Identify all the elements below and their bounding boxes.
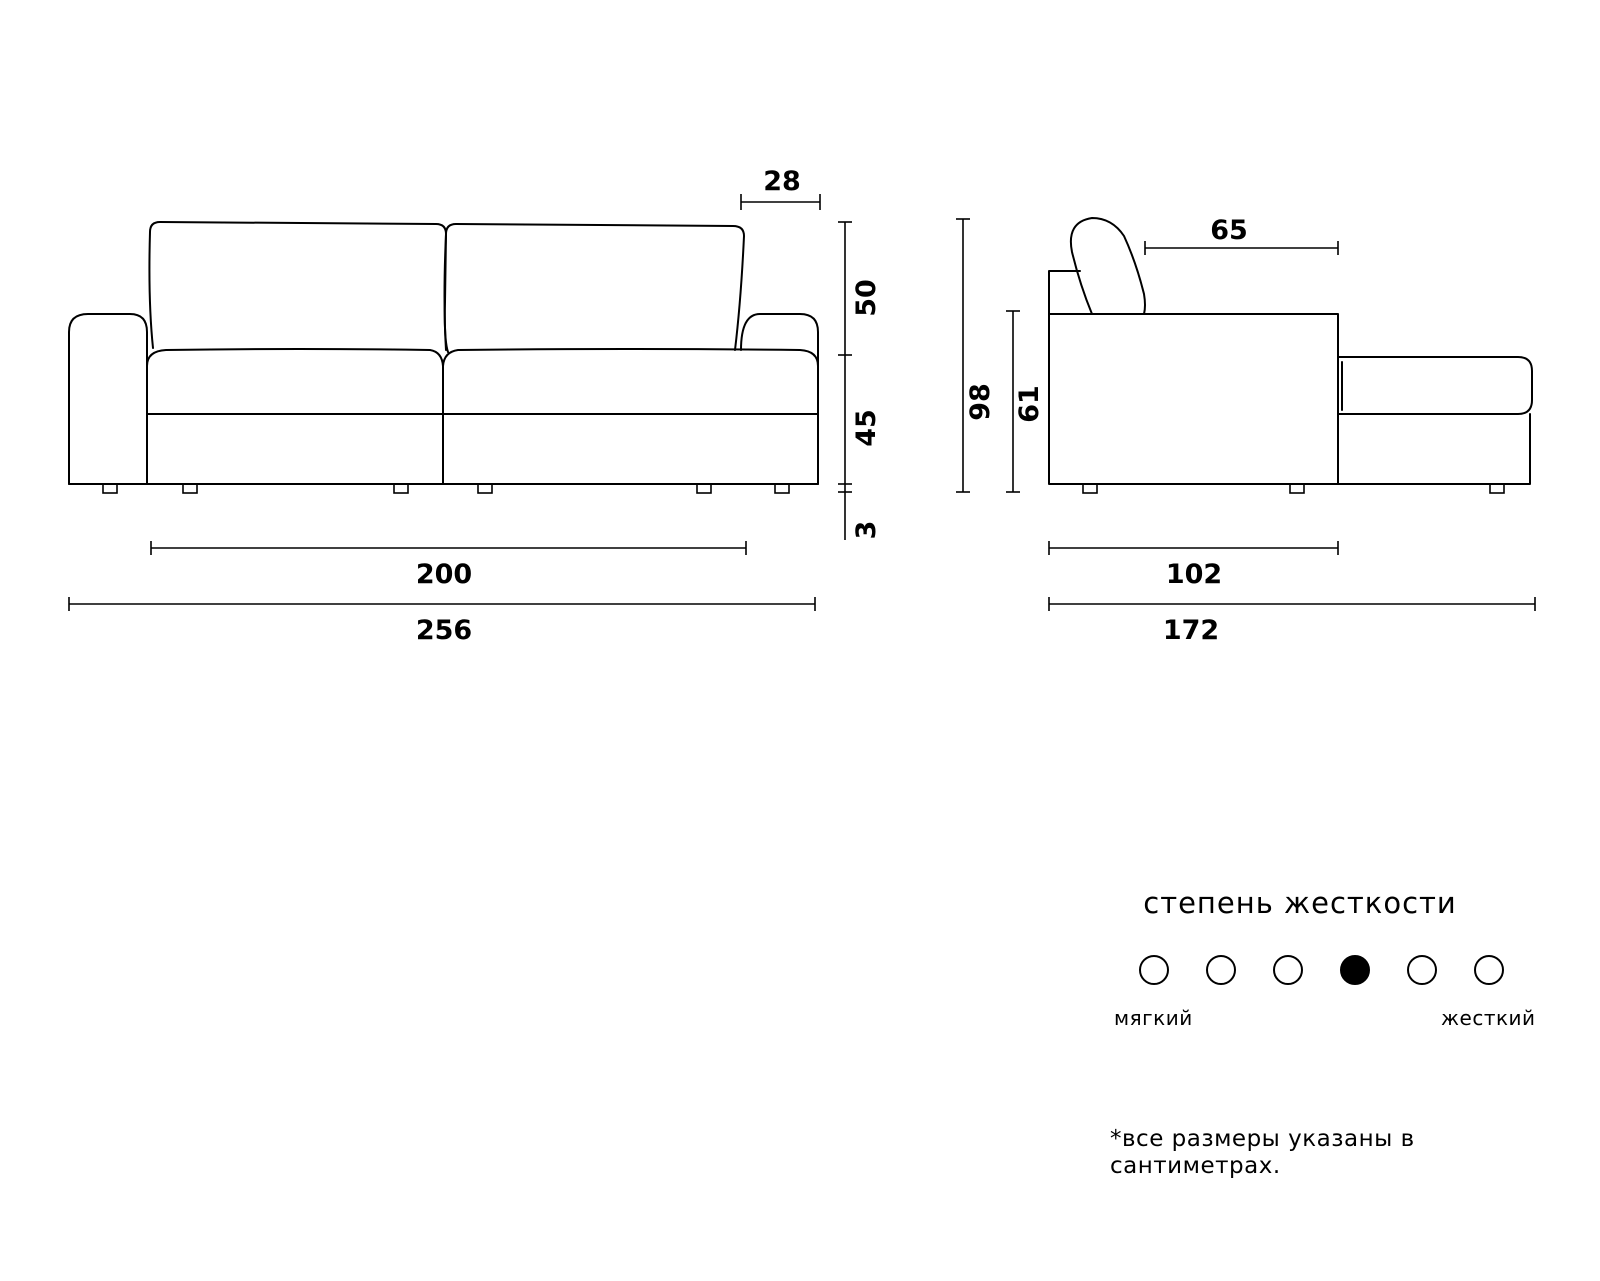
dimension-line-vertical-front [838, 221, 852, 540]
dimension-line-256 [68, 597, 816, 611]
firmness-dot-2 [1206, 955, 1236, 985]
firmness-dot-5 [1407, 955, 1437, 985]
dimension-line-102 [1048, 541, 1339, 555]
dimension-line-61 [1006, 310, 1020, 493]
firmness-dot-6 [1474, 955, 1504, 985]
dimension-label-45: 45 [851, 409, 882, 447]
units-note: *все размеры указаны в сантиметрах. [1110, 1126, 1415, 1179]
dimension-label-98: 98 [965, 383, 996, 421]
firmness-dot-4 [1340, 955, 1370, 985]
firmness-max-label: жесткий [1441, 1006, 1536, 1030]
firmness-title: степень жесткости [1143, 886, 1457, 920]
firmness-min-label: мягкий [1114, 1006, 1193, 1030]
firmness-scale [1139, 955, 1504, 989]
firmness-dot-1 [1139, 955, 1169, 985]
dimension-label-28: 28 [763, 166, 801, 197]
dimension-line-200 [150, 541, 747, 555]
sofa-front-view [68, 221, 819, 494]
firmness-dot-3 [1273, 955, 1303, 985]
dimension-label-61: 61 [1014, 385, 1045, 423]
dimension-line-172 [1048, 597, 1536, 611]
dimension-label-256: 256 [416, 615, 472, 646]
sofa-side-view [1048, 217, 1533, 494]
dimension-label-3: 3 [851, 521, 882, 540]
dimension-label-50: 50 [851, 279, 882, 317]
dimension-line-65 [1144, 241, 1339, 255]
dimension-label-172: 172 [1163, 615, 1219, 646]
dimension-label-200: 200 [416, 559, 472, 590]
dimension-label-102: 102 [1166, 559, 1222, 590]
dimension-line-98 [956, 218, 970, 493]
dimension-label-65: 65 [1210, 215, 1248, 246]
dimension-line-28 [740, 194, 821, 210]
